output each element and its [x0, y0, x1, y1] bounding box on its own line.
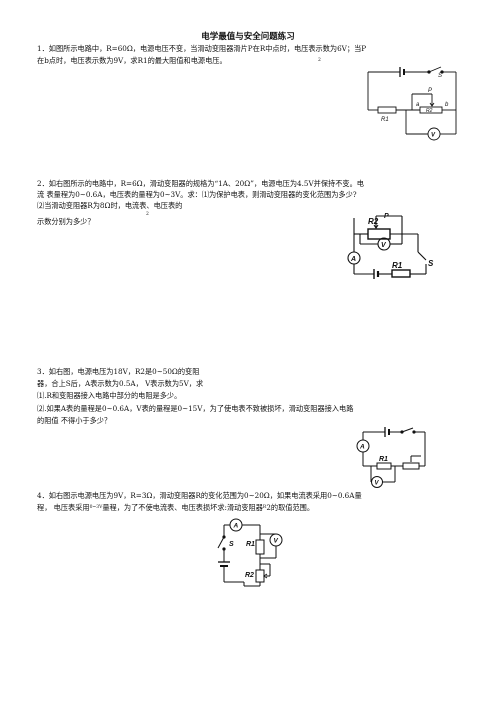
- q4-fig-label-A: A: [233, 523, 239, 530]
- q2-line-3: ⑵当滑动变阻器R为8Ω时，电流表、电压表的: [37, 201, 183, 210]
- q3-fig-label-A: A: [359, 444, 365, 451]
- q1-fig-label-a: a: [416, 102, 420, 108]
- q4-fig-label-V: V: [274, 538, 279, 545]
- q4-line-2: 程， 电压表采用0~3V量程，为了不使电流表、电压表损坏求:滑动变阻器R2的取值…: [37, 503, 314, 513]
- q1-mark: 2: [318, 58, 321, 63]
- q2-mark: 2: [146, 212, 149, 217]
- q3-fig-label-R1: R1: [379, 456, 388, 463]
- q1-fig-label-R1: R1: [381, 117, 389, 123]
- q3-line-5: 的阻值 不得小于多少？: [37, 416, 112, 425]
- q2-circuit-diagram: R2 P V A R1 S: [347, 213, 434, 279]
- q4-line-2-c: 2的取值范围。: [266, 503, 315, 512]
- q3-line-3: ⑴.R和变阻器接入电路中部分的电阻是多少。: [37, 391, 182, 400]
- q1-fig-label-b: b: [445, 102, 449, 108]
- q1-circuit-diagram: S P R1 R2 a b V: [367, 66, 457, 141]
- q1-fig-label-P: P: [428, 88, 432, 94]
- q4-line-2-sup: 0~3V: [89, 505, 103, 510]
- q4-fig-label-R1: R1: [246, 541, 255, 548]
- q4-line-2-sub: R: [262, 505, 267, 510]
- q3-circuit-diagram: A R1 V: [356, 427, 426, 488]
- q1-fig-label-R2: R2: [426, 108, 433, 114]
- q2-fig-label-R2: R2: [368, 217, 379, 226]
- q1-line-2: 在b点时，电压表示数为9V，求R1的最大阻值和电源电压。: [37, 56, 227, 65]
- q3-line-4: ⑵.如果A表的量程是0~0.6A，V表的量程是0~15V，为了使电表不致被损坏，…: [37, 404, 354, 413]
- q2-line-2: 流 表量程为0~0.6A，电压表的量程为0~3V。求：⑴为保护电表，则滑动变阻器…: [37, 190, 357, 199]
- q2-fig-label-V: V: [381, 242, 387, 249]
- q3-fig-label-V: V: [375, 481, 380, 487]
- q2-fig-label-S: S: [428, 259, 434, 268]
- q4-line-2-a: 程， 电压表采用: [37, 503, 90, 512]
- q2-fig-label-R1: R1: [392, 261, 403, 270]
- q1-line-1: 1．如图所示电路中，R=60Ω，电源电压不变，当滑动变阻器滑片P在R中点时，电压…: [37, 44, 367, 53]
- page-title: 电学最值与安全问题练习: [201, 32, 295, 42]
- q2-line-1: 2．如右图所示的电路中，R=6Ω，滑动变阻器的规格为“1A、20Ω”，电源电压为…: [37, 179, 364, 188]
- q4-circuit-diagram: A S R1 V R2: [217, 518, 283, 587]
- q2-fig-label-A: A: [350, 256, 356, 263]
- q1-fig-label-V: V: [431, 133, 436, 139]
- q3-line-2: 器，合上S后，A表示数为0.5A， V表示数为5V，求: [37, 379, 204, 388]
- q1-fig-label-S: S: [438, 73, 442, 79]
- q2-fig-label-P: P: [384, 213, 389, 220]
- q4-fig-label-S: S: [229, 541, 234, 548]
- q4-line-2-b: 量程，为了不使电流表、电压表损坏求:滑动变阻器: [102, 503, 263, 512]
- q4-line-1: 4．如右图示电源电压为9V，R=3Ω，滑动变阻器R的变化范围为0~20Ω，如果电…: [37, 491, 362, 500]
- q3-line-1: 3．如右图，电源电压为18V，R2是0~50Ω的变阻: [37, 367, 200, 376]
- q4-fig-label-R2: R2: [245, 572, 254, 579]
- q2-line-4: 示数分别为多少？: [37, 217, 95, 226]
